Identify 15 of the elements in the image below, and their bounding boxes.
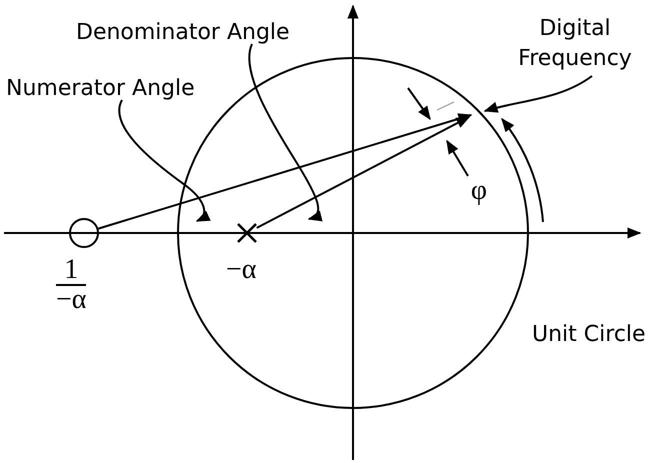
fraction-numerator: 1 <box>56 256 86 286</box>
leader-line <box>248 44 323 220</box>
leader-line <box>484 75 593 113</box>
leader-line <box>118 100 211 222</box>
fraction-denominator: −α <box>56 286 86 314</box>
annotation-label: Denominator Angle <box>76 16 338 44</box>
pole-cross <box>236 222 258 244</box>
circle-label: Unit Circle <box>532 321 646 349</box>
annotation-label: Digital Frequency <box>502 14 648 76</box>
value-label: −α <box>226 254 256 286</box>
leader-line <box>446 140 469 177</box>
annotation-label: Numerator Angle <box>6 72 236 100</box>
vector-arrow <box>98 113 472 230</box>
angle-label: φ <box>468 175 490 207</box>
vector-arrow <box>256 116 470 229</box>
